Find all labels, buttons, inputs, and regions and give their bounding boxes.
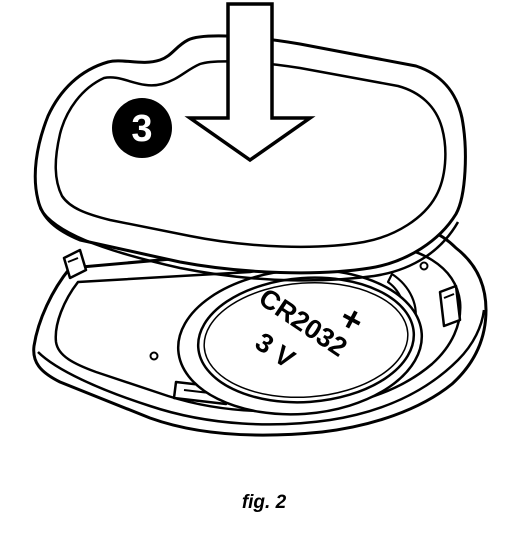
step-number: 3 bbox=[131, 108, 152, 150]
coin-cell-battery bbox=[176, 268, 424, 416]
step-number-badge: 3 bbox=[112, 98, 172, 158]
down-arrow-icon bbox=[184, 2, 316, 163]
figure-caption: fig. 2 bbox=[241, 492, 287, 513]
